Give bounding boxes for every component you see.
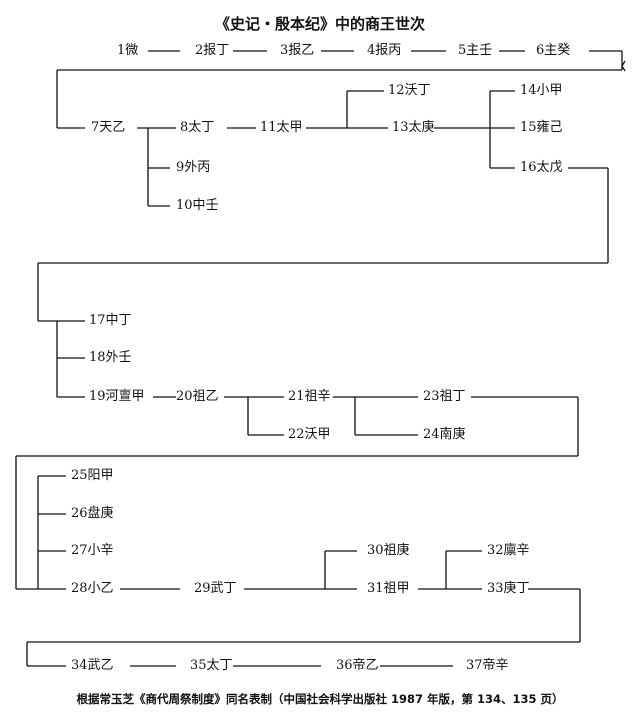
king-10: 10中壬 xyxy=(176,198,219,213)
king-27: 27小辛 xyxy=(71,543,114,558)
king-29: 29武丁 xyxy=(194,581,237,596)
king-24: 24南庚 xyxy=(423,427,466,442)
king-34: 34武乙 xyxy=(71,658,114,673)
king-35: 35太丁 xyxy=(190,658,233,673)
king-32: 32廪辛 xyxy=(487,543,530,558)
king-14: 14小甲 xyxy=(520,83,563,98)
king-1: 1微 xyxy=(117,43,139,58)
king-8: 8太丁 xyxy=(180,120,215,135)
king-4: 4报丙 xyxy=(367,43,402,58)
king-12: 12沃丁 xyxy=(388,83,431,98)
king-18: 18外壬 xyxy=(89,350,132,365)
king-17: 17中丁 xyxy=(89,313,132,328)
king-5: 5主壬 xyxy=(458,43,493,58)
king-22: 22沃甲 xyxy=(288,427,331,442)
king-36: 36帝乙 xyxy=(336,658,379,673)
connector xyxy=(621,60,626,67)
king-26: 26盘庚 xyxy=(71,506,114,521)
king-3: 3报乙 xyxy=(280,43,315,58)
diagram-title: 《史记・殷本纪》中的商王世次 xyxy=(214,15,425,33)
king-37: 37帝辛 xyxy=(466,658,509,673)
king-7: 7天乙 xyxy=(91,120,126,135)
king-30: 30祖庚 xyxy=(367,543,410,558)
king-16: 16太戊 xyxy=(520,160,563,175)
king-25: 25阳甲 xyxy=(71,468,114,483)
source-caption: 根据常玉芝《商代周祭制度》同名表制（中国社会科学出版社 1987 年版，第 13… xyxy=(76,692,564,706)
king-33: 33庚丁 xyxy=(487,581,530,596)
king-11: 11太甲 xyxy=(260,120,303,135)
king-28: 28小乙 xyxy=(71,581,114,596)
king-13: 13太庚 xyxy=(392,120,435,135)
king-6: 6主癸 xyxy=(536,43,571,58)
king-15: 15雍己 xyxy=(520,120,563,135)
king-9: 9外丙 xyxy=(176,160,211,175)
king-23: 23祖丁 xyxy=(423,389,466,404)
king-31: 31祖甲 xyxy=(367,581,410,596)
king-21: 21祖辛 xyxy=(288,389,331,404)
king-19: 19河亶甲 xyxy=(89,389,145,404)
connector xyxy=(621,65,626,72)
king-20: 20祖乙 xyxy=(176,389,219,404)
king-2: 2报丁 xyxy=(195,43,230,58)
